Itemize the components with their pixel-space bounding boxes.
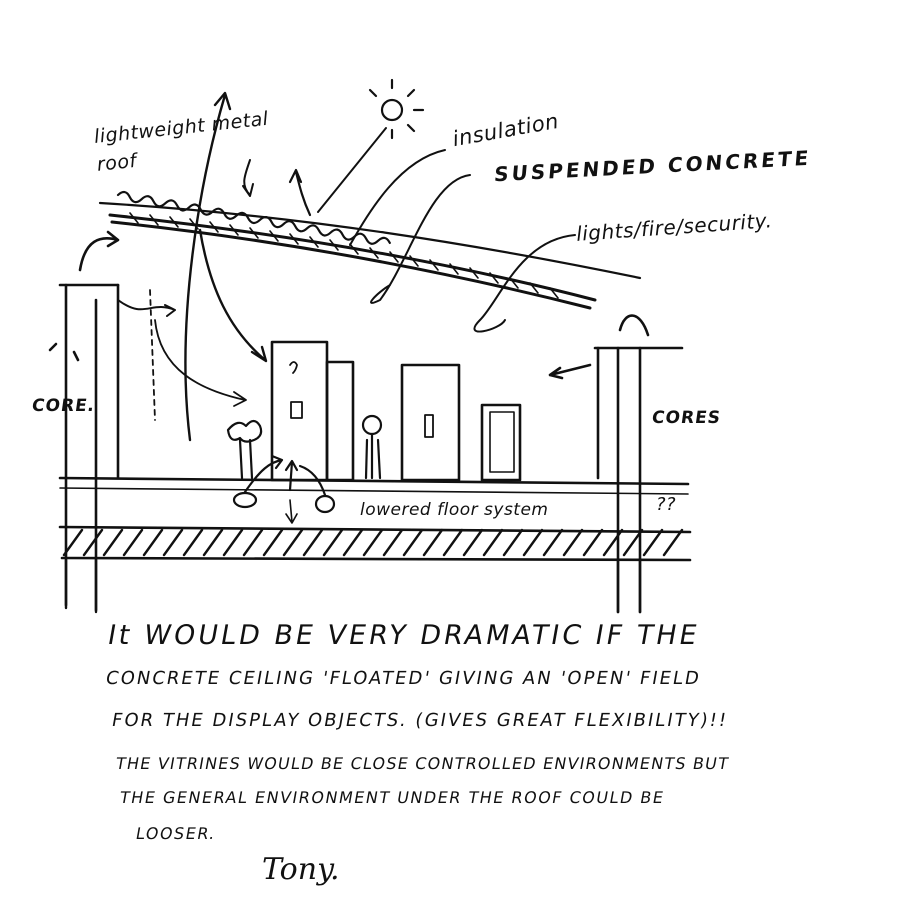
vitrine-3 xyxy=(400,363,461,482)
floor-outlets xyxy=(232,454,336,524)
note-line-4: THE VITRINES WOULD BE CLOSE CONTROLLED E… xyxy=(114,754,731,773)
concrete-slab-hatch xyxy=(129,212,559,299)
heat-arrow-up xyxy=(184,91,232,442)
leader-suspended xyxy=(370,174,471,304)
sloped-roof xyxy=(98,190,642,310)
airflow-curve xyxy=(154,319,247,407)
note-line-5: THE GENERAL ENVIRONMENT UNDER THE ROOF C… xyxy=(118,788,667,807)
label-cores-right: CORES xyxy=(650,408,723,428)
vent-arrow xyxy=(288,168,312,217)
signature: Tony. xyxy=(262,852,340,887)
airflow-down xyxy=(149,289,156,421)
vitrine-4 xyxy=(480,403,522,482)
leader-insulation xyxy=(349,149,446,246)
vitrine-2 xyxy=(325,360,355,482)
plant-icon xyxy=(226,419,263,480)
right-core xyxy=(548,314,684,614)
airflow-left xyxy=(117,299,176,317)
leader-roof xyxy=(242,159,254,197)
leader-services xyxy=(473,234,576,333)
floor-hatch xyxy=(62,528,684,557)
note-line-3: FOR THE DISPLAY OBJECTS. (GIVES GREAT FL… xyxy=(110,710,730,731)
sun-ray-arrow xyxy=(317,127,387,213)
label-floor-system: lowered floor system xyxy=(360,500,549,520)
label-core-left: CORE. xyxy=(30,396,97,416)
note-line-1: It WOULD BE VERY DRAMATIC IF THE xyxy=(105,620,703,651)
floor-slab xyxy=(58,476,692,562)
person-icon xyxy=(361,414,383,480)
note-line-2: CONCRETE CEILING 'FLOATED' GIVING AN 'OP… xyxy=(104,668,703,689)
label-floor-mark: ?? xyxy=(656,494,677,515)
core-extensions xyxy=(64,558,642,614)
sun-icon xyxy=(368,78,425,140)
air-arrow-vitrine xyxy=(198,228,268,363)
note-line-6: LOOSER. xyxy=(134,824,218,843)
